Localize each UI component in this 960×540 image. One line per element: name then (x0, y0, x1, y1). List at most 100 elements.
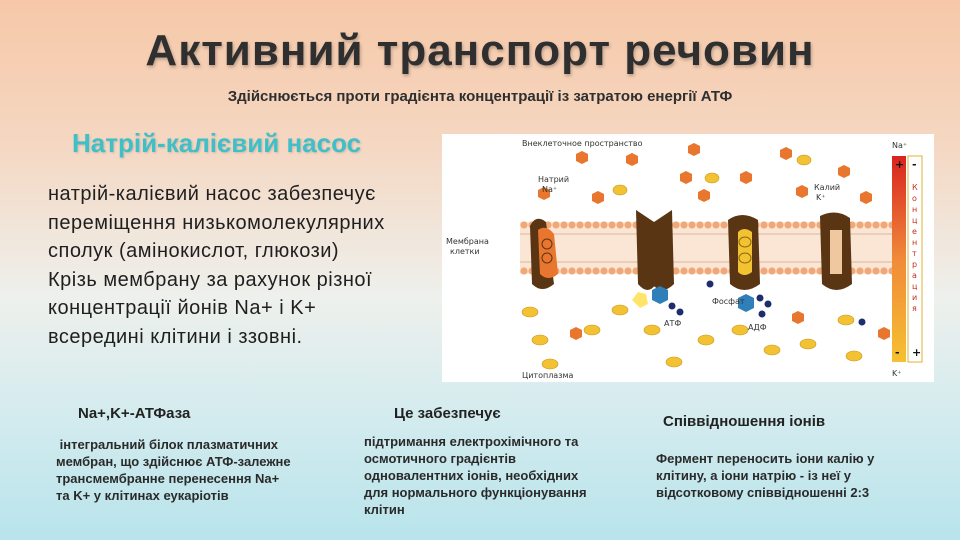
lipid-head (560, 267, 568, 275)
lipid-head (712, 221, 720, 229)
lipid-head (568, 221, 576, 229)
lipid-head (864, 221, 872, 229)
lipid-head (720, 267, 728, 275)
column-text-provides: підтримання електрохімічного та осмотичн… (364, 433, 587, 518)
column-line: відсотковому співвідношенні 2:3 (656, 485, 870, 500)
column-heading-ratio: Співвідношення іонів (663, 413, 826, 430)
column-heading-atpase: Na+,K+-АТФаза (78, 405, 191, 422)
label-adp: АДФ (748, 323, 767, 332)
label-sodium-symbol: Na⁺ (542, 185, 557, 194)
slide-title: Активний транспорт речовин (145, 26, 815, 75)
slide-subtitle: Здійснюється проти градієнта концентраці… (227, 88, 733, 105)
lipid-head (712, 267, 720, 275)
lipid-head (720, 221, 728, 229)
lipid-head (520, 221, 528, 229)
phosphate-dots (668, 280, 866, 326)
lipid-head (680, 267, 688, 275)
gradient-minus-bottom: - (895, 346, 900, 359)
gradient-top-ion: Na⁺ (892, 141, 907, 150)
lipid-head (808, 267, 816, 275)
lipid-head (672, 267, 680, 275)
main-paragraph-line: натрій-калієвий насос забезпечує (48, 183, 376, 205)
label-phosphate: Фосфат (712, 297, 745, 306)
lipid-head (864, 267, 872, 275)
main-paragraph-line: переміщення низькомолекулярних (48, 211, 385, 234)
lipid-head (768, 221, 776, 229)
lipid-head (688, 267, 696, 275)
label-cytoplasm: Цитоплазма (522, 371, 574, 380)
lipid-head (800, 267, 808, 275)
lipid-head (520, 267, 528, 275)
column-line: та K+ у клітинах еукаріотів (56, 488, 229, 503)
column-line: підтримання електрохімічного та (364, 434, 579, 449)
lipid-head (784, 267, 792, 275)
lipid-head (784, 221, 792, 229)
column-line: мембран, що здійснює АТФ-залежне (56, 454, 291, 469)
lipid-head (696, 221, 704, 229)
lipid-head (600, 267, 608, 275)
main-paragraph: натрій-калієвий насос забезпечує переміщ… (48, 180, 448, 351)
potassium-ion-group (521, 154, 863, 370)
gradient-bottom-ion: K⁺ (892, 369, 901, 378)
pump-protein (820, 212, 852, 290)
main-paragraph-line: сполук (амінокислот, глюкози) (48, 240, 340, 262)
lipid-head (568, 267, 576, 275)
lipid-head (872, 221, 880, 229)
lipid-head (608, 221, 616, 229)
lipid-head (592, 221, 600, 229)
label-potassium: Калий (814, 183, 840, 192)
lipid-head (856, 267, 864, 275)
column-text-atpase: інтегральний білок плазматичних мембран,… (56, 436, 291, 504)
lipid-head (608, 267, 616, 275)
lipid-head (792, 221, 800, 229)
column-line: Фермент переносить іони калію у (656, 451, 875, 466)
lipid-head (704, 267, 712, 275)
lipid-head (880, 267, 888, 275)
lipid-head (680, 221, 688, 229)
lipid-head (584, 267, 592, 275)
lipid-head (872, 267, 880, 275)
lipid-head (776, 267, 784, 275)
lipid-head (624, 221, 632, 229)
lipid-head (624, 267, 632, 275)
main-paragraph-line: всередині клітини і ззовні. (48, 325, 303, 348)
lipid-head (552, 221, 560, 229)
lipid-head (880, 221, 888, 229)
pump-protein (728, 215, 760, 290)
lipid-head (616, 221, 624, 229)
main-paragraph-line: концентрації йонів Na+ і K+ (48, 297, 317, 319)
lipid-head (672, 221, 680, 229)
lipid-head (616, 267, 624, 275)
sodium-potassium-pump-figure: Внеклеточное пространство Натрий Na⁺ Кал… (442, 134, 934, 382)
pump-protein (530, 218, 558, 289)
pump-protein (636, 210, 674, 290)
gradient-plus-bottom: + (912, 346, 921, 359)
atp-molecule (632, 286, 754, 312)
lipid-head (800, 221, 808, 229)
column-line: клітину, а іони натрію - із неї у (656, 468, 851, 483)
section-title: Натрій-калієвий насос (72, 128, 362, 158)
lipid-head (768, 267, 776, 275)
lipid-head (704, 221, 712, 229)
lipid-head (600, 221, 608, 229)
lipid-head (792, 267, 800, 275)
lipid-head (696, 267, 704, 275)
label-membrane: Мембрана (446, 237, 489, 246)
sodium-ion-group (538, 143, 890, 340)
lipid-head (760, 267, 768, 275)
lipid-head (776, 221, 784, 229)
main-paragraph-line: Крізь мембрану за рахунок різної (48, 268, 373, 291)
column-line: одновалентних іонів, необхідних (364, 468, 579, 483)
gradient-plus-top: + (895, 158, 904, 171)
column-line: інтегральний білок плазматичних (56, 437, 279, 452)
gradient-minus-top: - (912, 158, 917, 171)
lipid-head (576, 221, 584, 229)
label-potassium-symbol: K⁺ (816, 193, 825, 202)
label-membrane-2: клетки (450, 247, 480, 256)
lipid-head (592, 267, 600, 275)
label-outside: Внеклеточное пространство (522, 139, 643, 148)
lipid-head (808, 221, 816, 229)
lipid-head (688, 221, 696, 229)
